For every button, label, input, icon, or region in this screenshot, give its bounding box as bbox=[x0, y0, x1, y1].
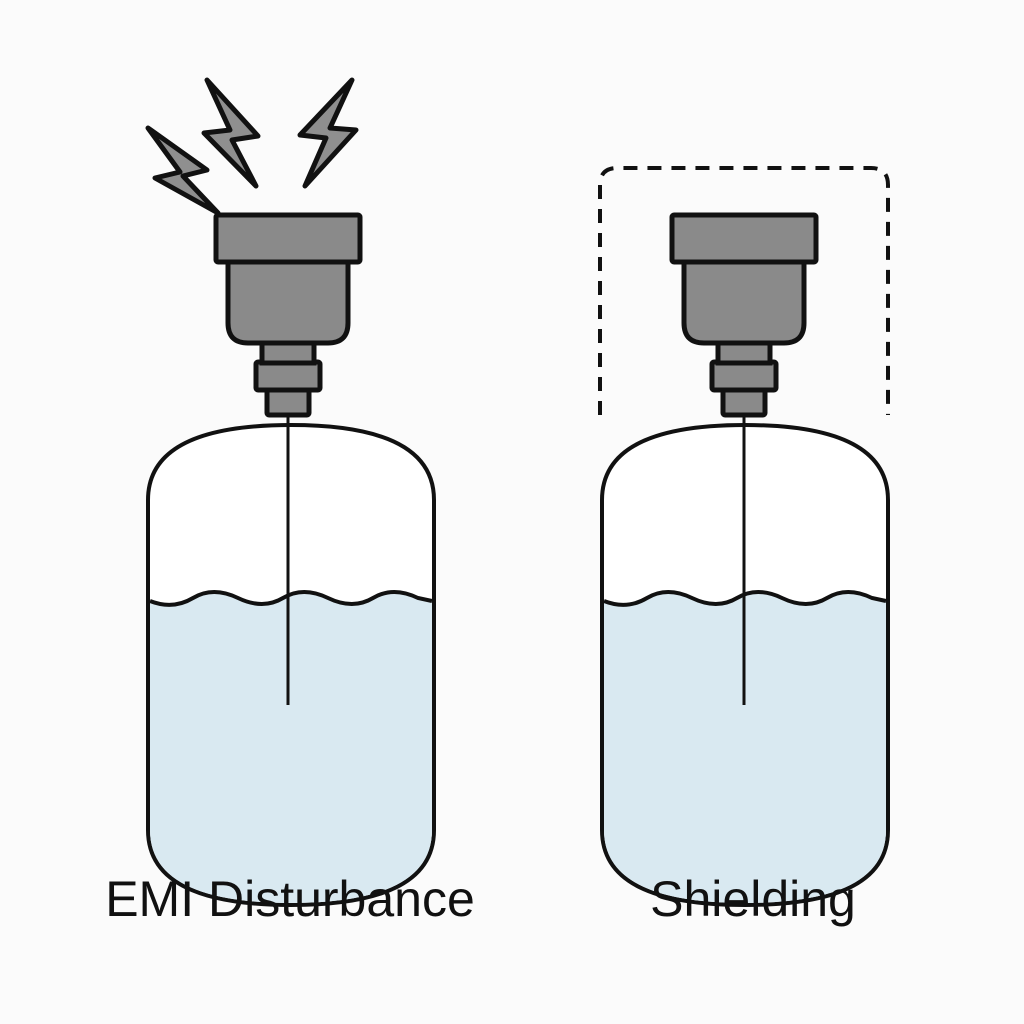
label-emi-disturbance: EMI Disturbance bbox=[105, 871, 475, 927]
lightning-bolt-icon bbox=[145, 77, 359, 216]
shield-dashed-box bbox=[598, 166, 890, 415]
label-shielding: Shielding bbox=[650, 871, 856, 927]
tank-left bbox=[146, 423, 436, 907]
